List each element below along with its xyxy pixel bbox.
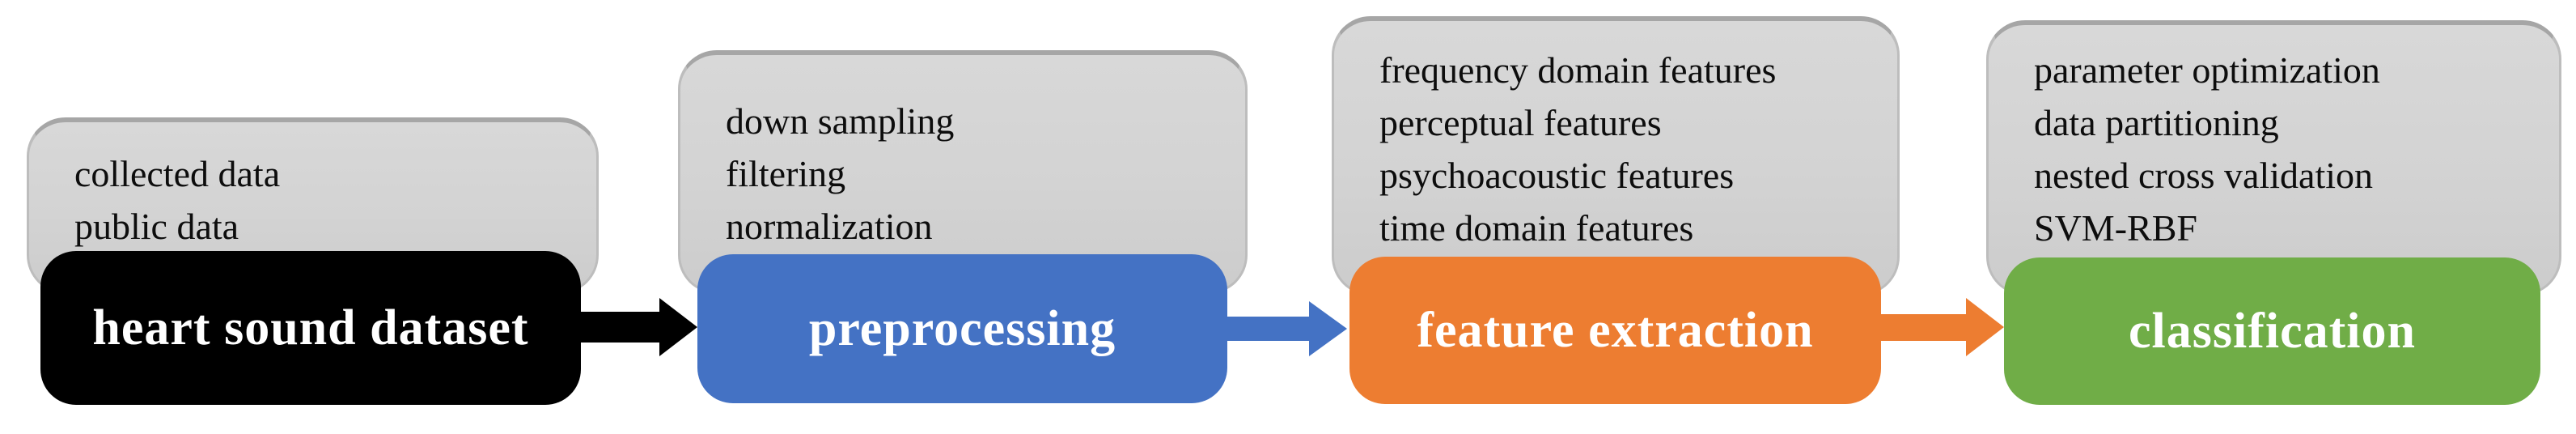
note-line: perceptual features xyxy=(1379,102,1662,143)
note-card-feature-extraction: frequency domain features perceptual fea… xyxy=(1332,16,1900,296)
note-line: down sampling xyxy=(726,100,955,142)
flow-arrow-preprocessing-to-feature-extraction xyxy=(1226,300,1347,358)
arrow-shaft xyxy=(1226,317,1309,341)
note-line: SVM-RBF xyxy=(2034,207,2197,249)
flow-arrow-dataset-to-preprocessing xyxy=(579,298,697,356)
note-line: parameter optimization xyxy=(2034,49,2380,91)
stage-label-preprocessing: preprocessing xyxy=(808,300,1116,356)
note-line: time domain features xyxy=(1379,207,1694,249)
flow-arrow-feature-extraction-to-classification xyxy=(1879,298,2004,356)
arrow-shaft xyxy=(1879,313,1966,341)
arrow-head-icon xyxy=(1309,301,1347,356)
note-line: collected data xyxy=(74,153,281,194)
stage-box-feature-extraction: feature extraction xyxy=(1349,257,1881,404)
note-line: nested cross validation xyxy=(2034,155,2374,196)
note-line: normalization xyxy=(726,206,933,247)
arrow-head-icon xyxy=(659,298,697,356)
stage-box-preprocessing: preprocessing xyxy=(697,254,1227,403)
note-line: psychoacoustic features xyxy=(1379,155,1735,196)
note-card-classification: parameter optimization data partitioning… xyxy=(1986,20,2561,296)
note-line: data partitioning xyxy=(2034,102,2279,143)
stage-box-heart-sound-dataset: heart sound dataset xyxy=(40,251,581,405)
note-card-preprocessing: down sampling filtering normalization xyxy=(678,50,1248,294)
note-line: public data xyxy=(74,206,239,247)
arrow-head-icon xyxy=(1966,298,2004,356)
note-line: filtering xyxy=(726,153,846,194)
note-line: frequency domain features xyxy=(1379,49,1777,91)
stage-label-classification: classification xyxy=(2129,303,2416,359)
stage-label-heart-sound-dataset: heart sound dataset xyxy=(92,300,529,355)
stage-box-classification: classification xyxy=(2004,257,2540,405)
arrow-shaft xyxy=(579,312,659,343)
stage-label-feature-extraction: feature extraction xyxy=(1417,302,1814,358)
